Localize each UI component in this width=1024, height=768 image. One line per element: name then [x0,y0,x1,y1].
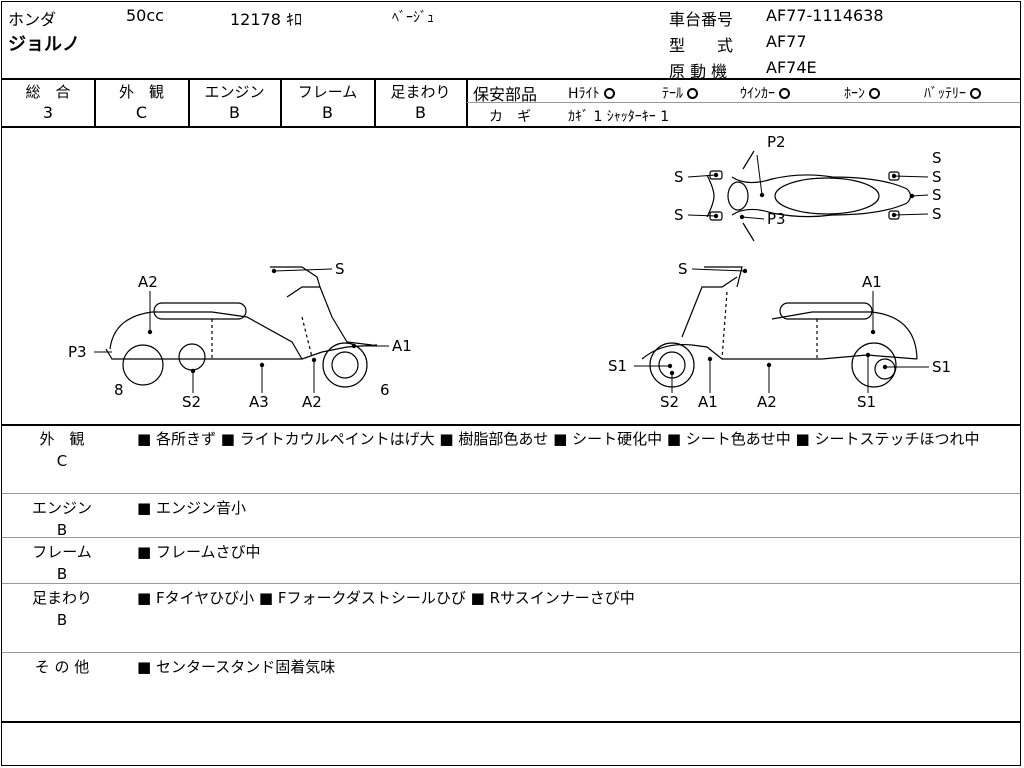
diagram-label: 6 [380,381,390,399]
diagram-label: S2 [660,393,679,411]
model-name: ジョルノ [8,34,80,55]
diagram-label: S [932,186,942,204]
color: ﾍﾞｰｼﾞｭ [392,10,434,26]
diagram-label: P3 [68,343,87,361]
grade-engine-label: エンジン [204,83,265,101]
ok-circle-icon [970,88,981,99]
diagram-label: S [674,206,684,224]
frame-no: AF77-1114638 [766,6,884,25]
grade-exterior-value: C [135,103,148,122]
ok-circle-icon [869,88,880,99]
divider [2,493,1020,494]
diagram-leader-lines [94,154,929,393]
diagram-label: S1 [932,358,951,376]
ok-circle-icon [603,88,615,99]
diagram-label: A3 [249,393,269,411]
safety-item-tail: ﾃｰﾙ [662,83,698,103]
divider [2,537,1020,538]
divider [2,78,1020,80]
grade-chassis-value: B [415,103,426,122]
key-label: カ ギ [489,109,531,125]
remark-other-text: ■ センタースタンド固着気味 [137,658,336,676]
divider [467,102,1020,103]
diagram-label: 8 [114,381,124,399]
diagram-label: A2 [757,393,777,411]
remark-exterior-text: ■ 各所きず ■ ライトカウルペイントはげ大 ■ 樹脂部色あせ ■ シート硬化中… [137,430,980,448]
divider [280,79,282,126]
grade-frame-label: フレーム [297,83,358,101]
diagram-label-p3: P3 [767,210,786,228]
type-label: 型 式 [669,36,734,55]
diagram-marker-dots [147,172,915,376]
diagram-label: S2 [182,393,201,411]
divider [2,126,1020,128]
diagram-label: S1 [857,393,876,411]
diagram-label: S [932,205,942,223]
safety-label: 保安部品 [473,85,538,104]
ok-circle-icon [779,88,790,99]
mileage: 12178 ｷﾛ [230,10,302,29]
divider [2,583,1020,584]
engine-value: AF74E [766,58,817,77]
displacement: 50cc [126,6,164,25]
remark-frame-text: ■ フレームさび中 [137,543,261,561]
diagram-label: A2 [302,393,322,411]
divider [466,79,468,126]
scooter-right-view [641,266,918,388]
frame-no-label: 車台番号 [669,10,734,29]
divider [94,79,96,126]
engine-label: 原 動 機 [669,62,728,81]
diagram-label: A1 [698,393,718,411]
key-value: ｶｷﾞ 1 ｼｬｯﾀｰｷｰ 1 [568,109,670,125]
diagram-label: A1 [862,273,882,291]
diagram-label: S [932,149,942,167]
safety-item-winker: ｳｲﾝｶｰ [740,83,790,103]
remark-engine-text: ■ エンジン音小 [137,499,246,517]
diagram-label: A1 [392,337,412,355]
maker: ホンダ [8,10,57,29]
diagram-label: A2 [138,273,158,291]
grade-overall-value: 3 [42,103,54,122]
diagram-label-p2: P2 [767,133,786,151]
divider [2,721,1020,723]
diagram-labels: P2 S S S S S S P3 S A2 P3 A1 8 S2 A3 A2 … [68,133,951,411]
ok-circle-icon [687,88,698,99]
grade-overall-label: 総 合 [25,83,71,101]
safety-item-battery: ﾊﾞｯﾃﾘｰ [924,83,981,103]
divider [2,424,1020,426]
grade-engine-value: B [229,103,240,122]
divider [374,79,376,126]
diagram-label: S [678,260,688,278]
divider [188,79,190,126]
diagram-label: S [335,260,345,278]
divider [2,652,1020,653]
safety-item-horn: ﾎｰﾝ [844,83,880,103]
grade-chassis-label: 足まわり [390,83,451,101]
diagram-label: S [674,168,684,186]
safety-item-headlight: Hﾗｲﾄ [568,83,615,103]
scooter-left-view [105,266,378,388]
scooter-diagram: P2 S S S S S S P3 S A2 P3 A1 8 S2 A3 A2 … [68,133,951,411]
scooter-top-view [706,150,912,242]
remark-chassis-text: ■ Fタイヤひび小 ■ Fフォークダストシールひび ■ Rサスインナーさび中 [137,589,635,607]
grade-frame-value: B [322,103,333,122]
type-value: AF77 [766,32,807,51]
diagram-label: S [932,168,942,186]
remark-other-label: そ の 他 [34,658,90,676]
diagram-label: S1 [608,357,627,375]
grade-exterior-label: 外 観 [118,83,164,101]
